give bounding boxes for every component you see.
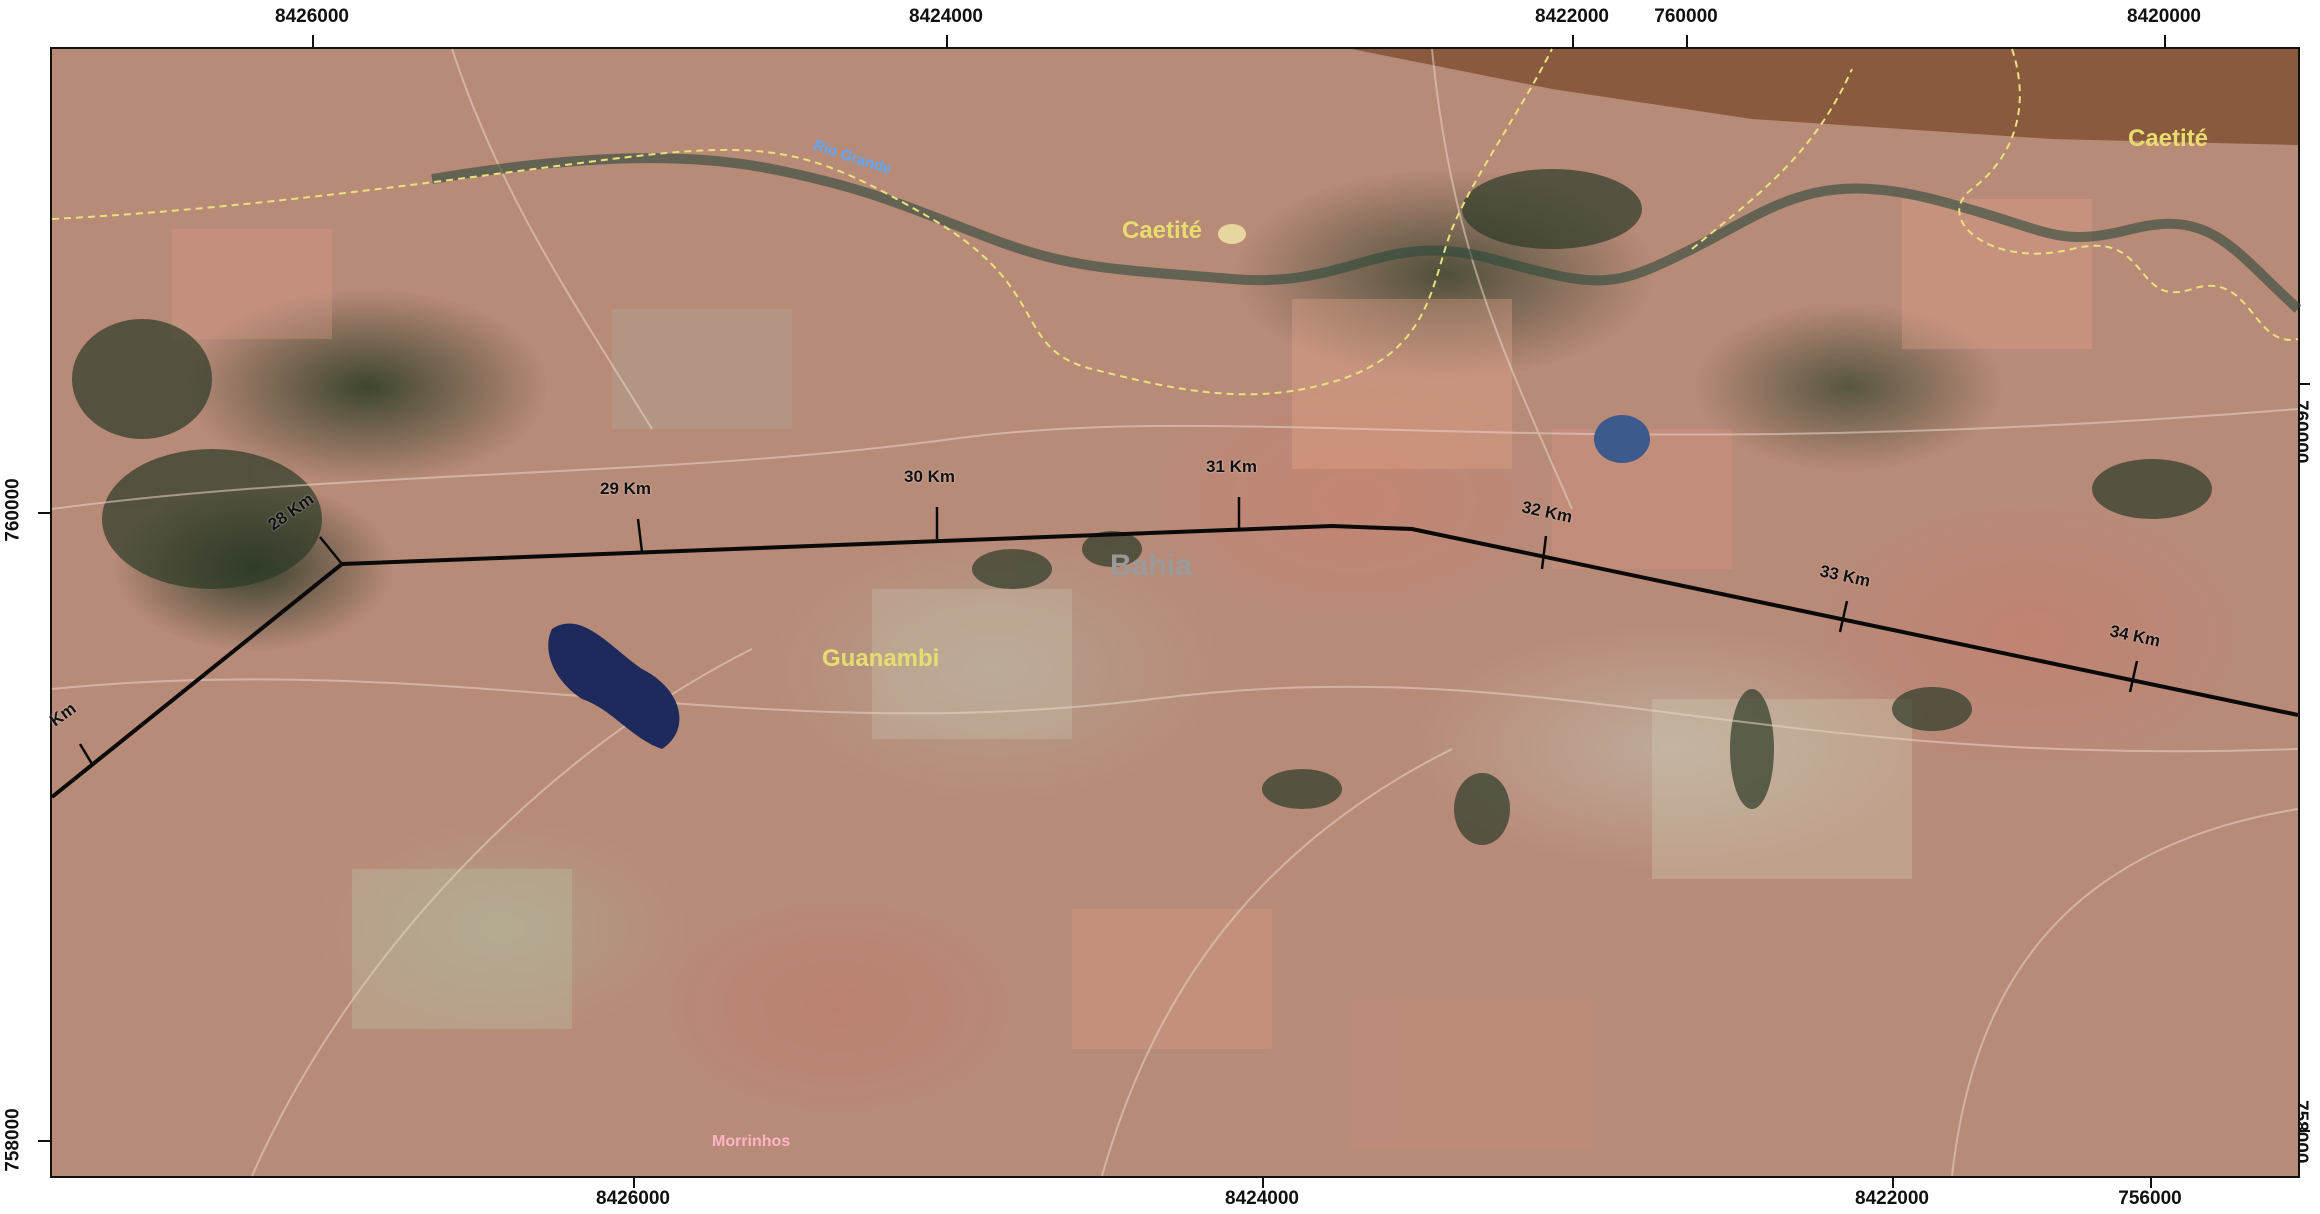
grid-tick — [2150, 1176, 2152, 1188]
route-km-label: 29 Km — [600, 479, 652, 498]
road-network — [51, 48, 2299, 1177]
grid-label-left-2: 758000 — [2, 1108, 24, 1172]
boundary-lines — [51, 48, 2299, 396]
route-km-ticks — [78, 497, 2139, 765]
place-label-caetite: Caetité — [1122, 217, 1203, 244]
grid-tick — [312, 35, 314, 47]
grid-label-bottom-4: 756000 — [2118, 1188, 2182, 1209]
grid-tick — [2298, 383, 2310, 385]
field-patches — [172, 199, 2092, 1149]
grid-label-bottom-2: 8424000 — [1225, 1188, 1299, 1209]
route-km-label: 31 Km — [1206, 457, 1258, 476]
grid-label-bottom-1: 8426000 — [596, 1188, 670, 1209]
vegetation-patches — [72, 169, 2212, 845]
grid-tick — [1572, 35, 1574, 47]
place-label-bottom: Morrinhos — [712, 1133, 791, 1150]
state-label: Bahia — [1110, 549, 1192, 582]
grid-tick — [633, 1176, 635, 1188]
pond-water-2 — [1218, 224, 1246, 244]
overlay-region — [1352, 49, 2298, 145]
grid-label-left-1: 760000 — [2, 478, 24, 542]
grid-tick — [1892, 1176, 1894, 1188]
place-label-guanambi: Guanambi — [822, 645, 940, 672]
grid-label-top-2: 8424000 — [909, 6, 983, 27]
grid-tick — [38, 512, 50, 514]
grid-tick — [946, 35, 948, 47]
grid-label-top-3: 8422000 — [1535, 6, 1609, 27]
river — [431, 153, 2302, 313]
route-km-label: 30 Km — [904, 467, 956, 486]
grid-tick — [1262, 1176, 1264, 1188]
grid-label-top-4: 760000 — [1654, 6, 1718, 27]
pond-water — [1594, 415, 1650, 463]
map-layers — [50, 48, 2302, 1177]
satellite-map[interactable]: Km 28 Km 29 Km 30 Km 31 Km 32 Km 33 Km 3… — [46, 47, 2302, 1178]
grid-label-top-5: 8420000 — [2127, 6, 2201, 27]
grid-label-top-1: 8426000 — [275, 6, 349, 27]
reservoir-water — [548, 623, 680, 749]
place-label-caetite-2: Caetité — [2128, 125, 2209, 152]
grid-tick — [1686, 35, 1688, 47]
route-line — [50, 523, 2299, 799]
grid-label-bottom-3: 8422000 — [1855, 1188, 1929, 1209]
grid-tick — [2164, 35, 2166, 47]
grid-tick — [38, 1140, 50, 1142]
grid-tick — [2298, 1130, 2310, 1132]
